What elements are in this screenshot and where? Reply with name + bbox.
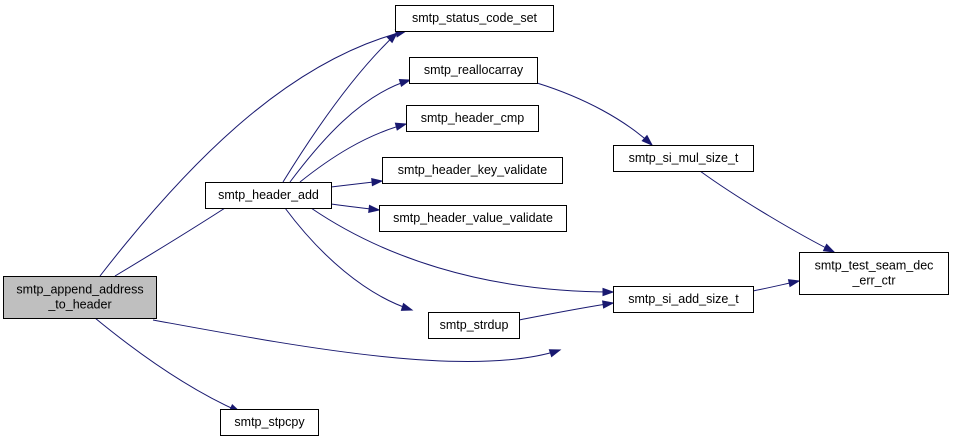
- arrowhead-icon: [398, 78, 412, 88]
- edge-line: [699, 170, 835, 253]
- arrowhead-icon: [602, 287, 615, 297]
- edge-smtp_reallocarray-to-smtp_si_mul_size_t: [536, 82, 654, 147]
- node-smtp_test_seam_dec_err_ctr[interactable]: smtp_test_seam_dec_err_ctr: [799, 252, 949, 295]
- edge-smtp_append_address_to_header-to-smtp_si_add_size_t: [152, 319, 562, 363]
- node-box[interactable]: [3, 276, 157, 319]
- node-box[interactable]: [406, 105, 539, 132]
- edge-smtp_strdup-to-smtp_si_add_size_t: [518, 300, 615, 321]
- edge-line: [284, 207, 413, 311]
- node-box[interactable]: [379, 205, 567, 232]
- node-label: smtp_si_mul_size_t: [629, 151, 739, 165]
- arrowhead-icon: [394, 122, 408, 131]
- arrowhead-icon: [787, 279, 801, 288]
- node-smtp_header_add[interactable]: smtp_header_add: [205, 182, 332, 209]
- node-smtp_status_code_set[interactable]: smtp_status_code_set: [395, 5, 554, 32]
- edge-line: [152, 319, 561, 363]
- node-smtp_si_add_size_t[interactable]: smtp_si_add_size_t: [613, 286, 754, 313]
- edge-smtp_append_address_to_header-to-smtp_status_code_set: [99, 29, 408, 277]
- edge-smtp_header_add-to-smtp_si_add_size_t: [310, 207, 615, 297]
- node-box[interactable]: [428, 312, 520, 339]
- edge-smtp_header_add-to-smtp_reallocarray: [289, 78, 412, 183]
- arrowhead-icon: [368, 204, 381, 213]
- node-box[interactable]: [205, 182, 332, 209]
- arrowhead-icon: [400, 302, 414, 311]
- node-label: smtp_header_value_validate: [393, 211, 553, 225]
- node-label: smtp_stpcpy: [234, 415, 305, 429]
- node-box[interactable]: [220, 409, 319, 436]
- node-label: smtp_si_add_size_t: [628, 292, 739, 306]
- node-box[interactable]: [382, 157, 563, 184]
- edge-line: [94, 317, 241, 413]
- node-box[interactable]: [613, 286, 754, 313]
- node-smtp_stpcpy[interactable]: smtp_stpcpy: [220, 409, 319, 436]
- edge-smtp_header_add-to-smtp_header_cmp: [299, 122, 408, 183]
- edge-smtp_header_add-to-smtp_status_code_set: [282, 31, 399, 183]
- edge-smtp_header_add-to-smtp_strdup: [284, 207, 414, 311]
- node-smtp_header_key_validate[interactable]: smtp_header_key_validate: [382, 157, 563, 184]
- node-smtp_reallocarray[interactable]: smtp_reallocarray: [409, 57, 538, 84]
- arrowhead-icon: [371, 177, 384, 187]
- node-label: _err_ctr: [851, 274, 895, 288]
- arrowhead-icon: [822, 243, 836, 253]
- node-smtp_si_mul_size_t[interactable]: smtp_si_mul_size_t: [613, 145, 754, 172]
- node-label: smtp_header_cmp: [421, 111, 525, 125]
- edge-line: [299, 123, 407, 183]
- arrowhead-icon: [386, 31, 399, 44]
- edge-line: [310, 207, 614, 293]
- node-smtp_strdup[interactable]: smtp_strdup: [428, 312, 520, 339]
- node-label: smtp_reallocarray: [424, 63, 524, 77]
- node-box[interactable]: [613, 145, 754, 172]
- node-label: _to_header: [47, 298, 111, 312]
- edge-smtp_si_mul_size_t-to-smtp_test_seam_dec_err_ctr: [699, 170, 836, 253]
- node-smtp_header_value_validate[interactable]: smtp_header_value_validate: [379, 205, 567, 232]
- edge-line: [289, 79, 411, 183]
- node-label: smtp_append_address: [16, 283, 143, 297]
- node-smtp_header_cmp[interactable]: smtp_header_cmp: [406, 105, 539, 132]
- edge-line: [518, 302, 614, 321]
- edge-smtp_si_add_size_t-to-smtp_test_seam_dec_err_ctr: [752, 279, 801, 292]
- edge-line: [282, 32, 398, 183]
- node-label: smtp_status_code_set: [412, 11, 538, 25]
- arrowhead-icon: [641, 134, 654, 147]
- node-label: smtp_test_seam_dec: [815, 259, 934, 273]
- arrowhead-icon: [548, 349, 562, 358]
- node-box[interactable]: [799, 252, 949, 295]
- edge-line: [536, 82, 653, 146]
- edge-smtp_header_add-to-smtp_header_value_validate: [330, 203, 381, 213]
- node-layer: smtp_append_address_to_header smtp_header…: [3, 5, 949, 436]
- node-box[interactable]: [395, 5, 554, 32]
- node-label: smtp_strdup: [440, 318, 509, 332]
- node-label: smtp_header_add: [218, 188, 319, 202]
- edge-smtp_header_add-to-smtp_header_key_validate: [330, 177, 384, 188]
- edge-line: [99, 30, 407, 277]
- node-box[interactable]: [409, 57, 538, 84]
- node-label: smtp_header_key_validate: [398, 163, 547, 177]
- arrowhead-icon: [602, 300, 615, 309]
- node-smtp_append_address_to_header[interactable]: smtp_append_address_to_header: [3, 276, 157, 319]
